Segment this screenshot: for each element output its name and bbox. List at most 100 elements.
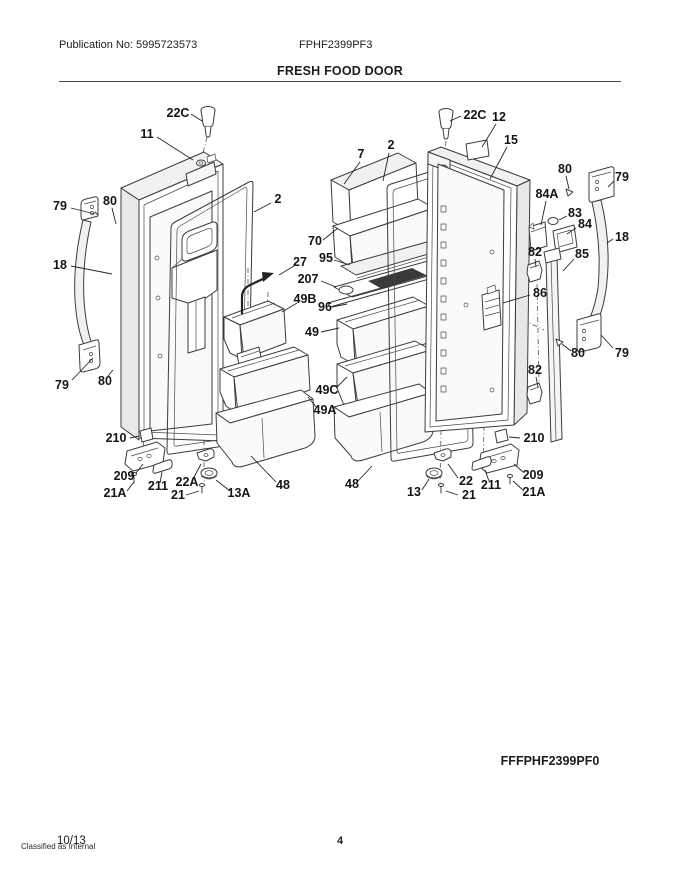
leader-line-84 — [567, 228, 576, 234]
leader-line-80 — [566, 176, 569, 189]
callout-84: 84 — [578, 217, 592, 231]
leader-line-13 — [422, 479, 429, 490]
callout-96: 96 — [318, 300, 332, 314]
part-left-plug — [201, 107, 215, 138]
leader-line-95 — [334, 260, 350, 265]
callout-21: 21 — [462, 488, 476, 502]
callout-49A: 49A — [314, 403, 337, 417]
callout-83: 83 — [568, 206, 582, 220]
leader-line-86 — [503, 295, 530, 303]
callout-22C: 22C — [167, 106, 190, 120]
callout-48: 48 — [345, 477, 359, 491]
leader-line-15 — [490, 147, 507, 179]
callout-22A: 22A — [176, 475, 199, 489]
leader-line-210 — [130, 436, 139, 438]
leader-line-79 — [608, 181, 614, 187]
callout-49: 49 — [305, 325, 319, 339]
leader-line-79 — [72, 358, 93, 380]
callout-70: 70 — [308, 234, 322, 248]
leader-line-21A — [127, 482, 134, 491]
callout-79: 79 — [615, 170, 629, 184]
leader-line-211 — [485, 470, 489, 481]
part-right-bins — [334, 297, 433, 461]
callout-84A: 84A — [536, 187, 559, 201]
callout-21A: 21A — [104, 486, 127, 500]
leader-line-13A — [216, 480, 230, 491]
callout-82: 82 — [528, 245, 542, 259]
leader-line-210 — [509, 437, 520, 438]
callout-49B: 49B — [294, 292, 317, 306]
leader-line-85 — [563, 259, 574, 271]
callout-86: 86 — [533, 286, 547, 300]
part-right-gasket — [387, 161, 473, 461]
diagram-code: FFFPHF2399PF0 — [500, 754, 600, 768]
leader-line-49B — [282, 303, 297, 312]
callout-22C: 22C — [464, 108, 487, 122]
callout-80: 80 — [103, 194, 117, 208]
leader-line-7 — [344, 162, 360, 184]
part-water-tube — [242, 272, 274, 314]
title-rule — [59, 81, 621, 82]
callout-48: 48 — [276, 478, 290, 492]
callout-27: 27 — [293, 255, 307, 269]
leader-line-207 — [321, 281, 336, 287]
leader-line-49C — [337, 377, 347, 387]
leader-line-22A — [193, 464, 201, 479]
callout-2: 2 — [388, 138, 395, 152]
callout-207: 207 — [298, 272, 319, 286]
callout-22: 22 — [459, 474, 473, 488]
part-right-plug — [439, 109, 453, 140]
callout-15: 15 — [504, 133, 518, 147]
callout-209: 209 — [114, 469, 135, 483]
leader-line-211 — [160, 472, 162, 483]
callout-18: 18 — [53, 258, 67, 272]
callout-79: 79 — [615, 346, 629, 360]
callout-7: 7 — [358, 147, 365, 161]
model-number: FPHF2399PF3 — [299, 39, 373, 51]
leader-line-83 — [559, 216, 567, 220]
callout-85: 85 — [575, 247, 589, 261]
part-left-door — [121, 152, 223, 441]
callout-13A: 13A — [228, 486, 251, 500]
part-left-handle — [75, 197, 100, 372]
leader-line-209 — [514, 464, 523, 472]
leader-line-21 — [186, 491, 199, 495]
callout-13: 13 — [407, 485, 421, 499]
leader-line-48 — [251, 456, 276, 482]
part-bottom-hardware-left — [125, 428, 217, 493]
leader-line-70 — [323, 228, 338, 240]
callout-211: 211 — [481, 478, 501, 492]
page-number: 4 — [336, 835, 344, 847]
leader-line-21A — [513, 481, 524, 491]
callout-11: 11 — [140, 127, 153, 141]
callout-95: 95 — [319, 251, 333, 265]
leader-line-96 — [332, 304, 347, 307]
callout-211: 211 — [148, 479, 168, 493]
leader-line-49A — [308, 397, 316, 407]
leader-line-49 — [321, 328, 339, 332]
leader-line-21 — [446, 491, 458, 495]
leader-line-82 — [535, 259, 536, 267]
callout-12: 12 — [492, 110, 506, 124]
leader-line-48 — [358, 466, 372, 481]
leader-line-80 — [112, 208, 116, 224]
callout-79: 79 — [53, 199, 67, 213]
leader-line-22C — [191, 114, 202, 121]
leader-line-80 — [108, 370, 113, 376]
leader-line-22C — [450, 116, 461, 121]
callout-80: 80 — [571, 346, 585, 360]
callout-18: 18 — [615, 230, 629, 244]
revision-date: 10/13 — [57, 835, 86, 847]
leader-line-18 — [607, 239, 613, 243]
callout-80: 80 — [98, 374, 112, 388]
callout-209: 209 — [523, 468, 544, 482]
leader-line-12 — [482, 124, 496, 147]
leader-line-18 — [71, 266, 112, 274]
leader-line-27 — [279, 266, 294, 275]
part-right-handle — [577, 167, 614, 352]
page-title: FRESH FOOD DOOR — [277, 64, 403, 78]
leader-line-2 — [254, 203, 271, 212]
